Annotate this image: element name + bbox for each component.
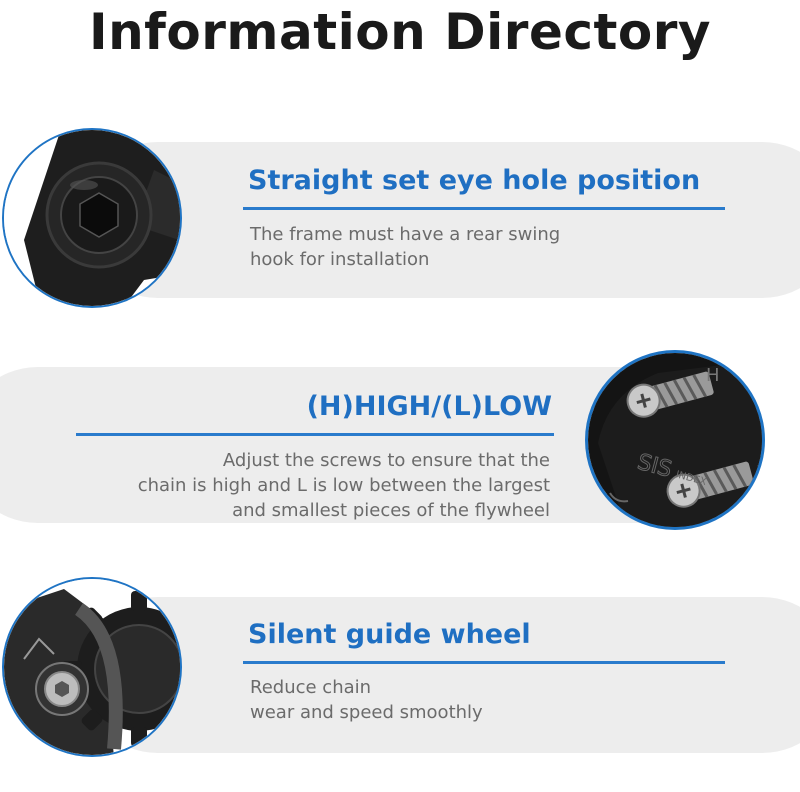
heading-divider (76, 433, 554, 436)
heading-divider (243, 661, 725, 664)
feature-heading-eye-hole: Straight set eye hole position (248, 165, 701, 196)
feature-heading-high-low: (H)HIGH/(L)LOW (306, 391, 552, 422)
feature-description-guide-wheel: Reduce chain wear and speed smoothly (250, 675, 483, 725)
h-mark-label: H (706, 365, 720, 386)
description-line: wear and speed smoothly (250, 702, 483, 723)
description-line: Adjust the screws to ensure that the (222, 450, 550, 471)
description-line: and smallest pieces of the flywheel (232, 500, 550, 521)
limit-screws-icon: H L SIS INDEX (588, 353, 765, 527)
description-line: The frame must have a rear swing (250, 224, 561, 245)
description-line: chain is high and L is low between the l… (137, 475, 550, 496)
eye-hole-photo (2, 128, 182, 308)
eye-hole-bolt-icon (4, 130, 180, 306)
guide-pulley-icon (4, 579, 180, 755)
feature-card-eye-hole (80, 142, 800, 298)
heading-divider (243, 207, 725, 210)
feature-card-guide-wheel (80, 597, 800, 753)
feature-description-high-low: Adjust the screws to ensure that the cha… (138, 448, 550, 523)
description-line: hook for installation (250, 249, 430, 270)
description-line: Reduce chain (250, 677, 372, 698)
feature-heading-guide-wheel: Silent guide wheel (248, 619, 531, 650)
limit-screws-photo: H L SIS INDEX (585, 350, 765, 530)
page-title: Information Directory (88, 3, 712, 61)
feature-description-eye-hole: The frame must have a rear swing hook fo… (250, 222, 560, 272)
l-mark-label: L (756, 462, 765, 483)
guide-wheel-photo (2, 577, 182, 757)
